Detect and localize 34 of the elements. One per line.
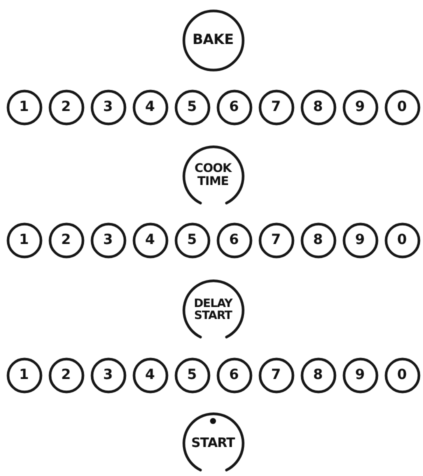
number-button: 4 [132, 222, 168, 258]
number-button: 6 [216, 222, 252, 258]
number-button: 7 [258, 222, 294, 258]
number-button: 9 [342, 358, 378, 392]
number-button: 9 [342, 222, 378, 258]
number-button: 2 [48, 90, 84, 124]
number-button: 7 [258, 358, 294, 392]
number-button: 2 [48, 358, 84, 392]
number-button: 0 [384, 358, 420, 392]
number-button: 4 [132, 90, 168, 124]
round-button: START [182, 412, 244, 474]
number-button: 8 [300, 222, 336, 258]
number-button: 7 [258, 90, 294, 124]
number-button: 6 [216, 90, 252, 124]
number-button: 5 [174, 90, 210, 124]
round-button: DELAY START [182, 278, 244, 342]
round-button: BAKE [182, 8, 244, 72]
number-button: 5 [174, 222, 210, 258]
round-button: COOK TIME [182, 144, 244, 208]
number-button: 4 [132, 358, 168, 392]
number-button: 2 [48, 222, 84, 258]
number-button: 8 [300, 358, 336, 392]
number-button: 9 [342, 90, 378, 124]
number-button: 1 [6, 90, 42, 124]
number-button: 0 [384, 222, 420, 258]
number-button: 6 [216, 358, 252, 392]
number-button: 5 [174, 358, 210, 392]
number-button: 1 [6, 222, 42, 258]
number-button: 8 [300, 90, 336, 124]
number-button: 0 [384, 90, 420, 124]
number-button: 3 [90, 90, 126, 124]
number-button: 1 [6, 358, 42, 392]
number-button: 3 [90, 358, 126, 392]
number-button: 3 [90, 222, 126, 258]
